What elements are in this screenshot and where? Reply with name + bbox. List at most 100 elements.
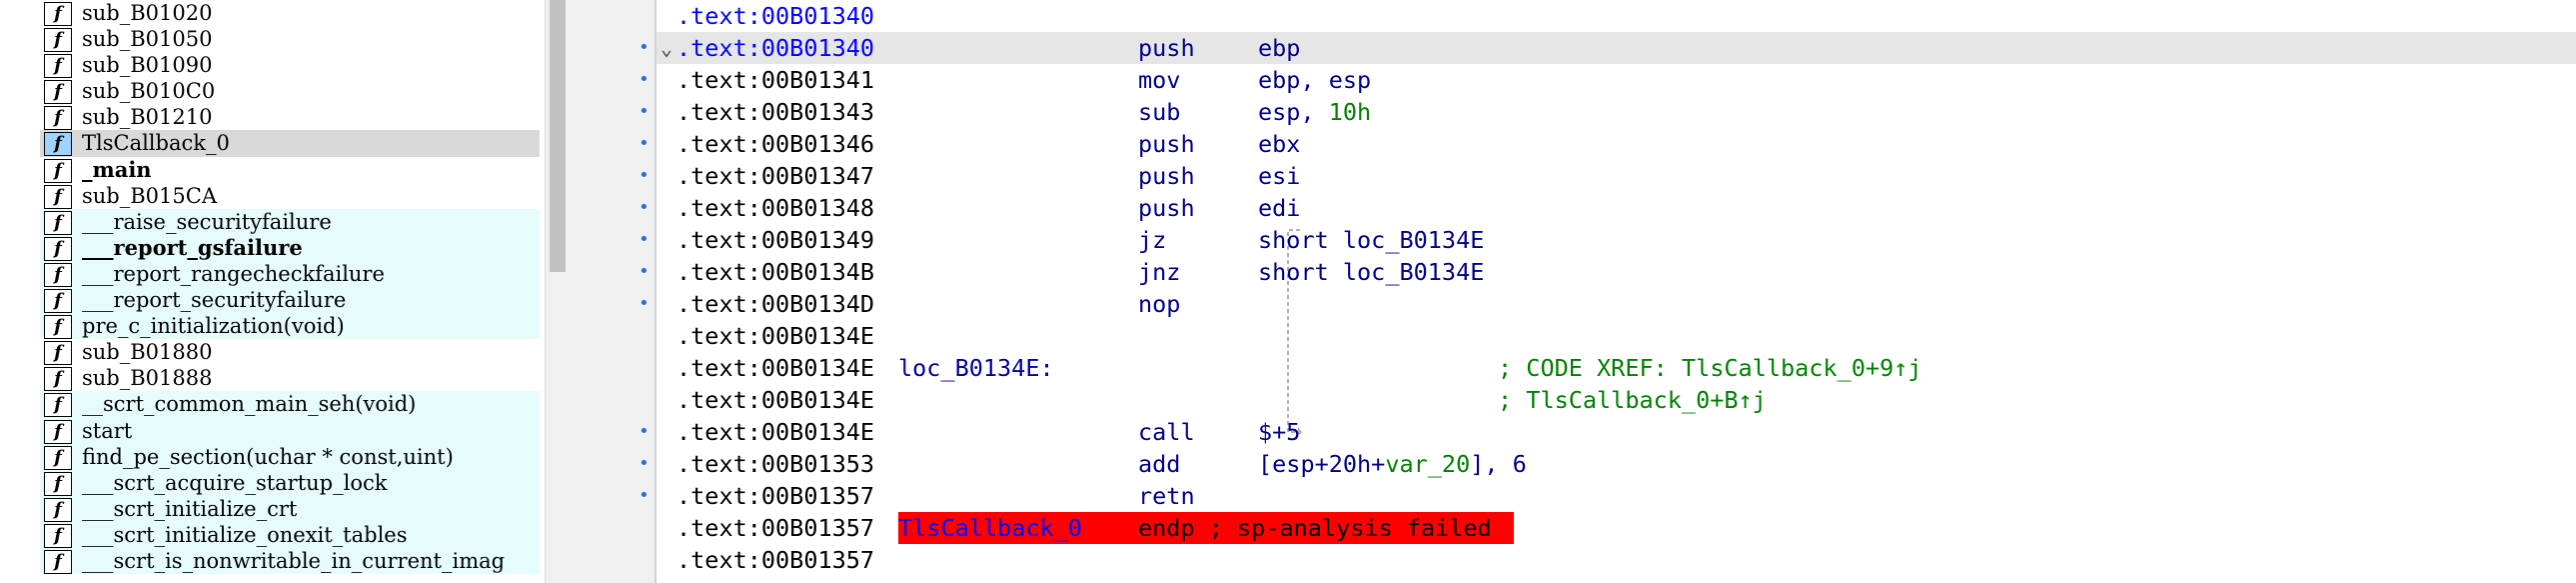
breakpoint-dot-icon[interactable]: • [639, 229, 649, 250]
operand-text: short loc_B0134E [1258, 226, 1485, 254]
function-item[interactable]: f__scrt_common_main_seh(void) [40, 391, 540, 418]
disasm-line[interactable]: .text:00B01357 [656, 544, 2576, 576]
mnemonic: nop [1138, 290, 1181, 318]
breakpoint-dot-icon[interactable]: • [639, 101, 649, 122]
operands: ebp [1258, 32, 1300, 64]
operand-text: edi [1258, 194, 1301, 222]
function-icon: f [44, 80, 72, 105]
breakpoint-dot-icon[interactable]: • [639, 165, 649, 186]
function-icon: f [44, 158, 72, 183]
breakpoint-dot-icon[interactable]: • [639, 37, 649, 58]
function-item[interactable]: f ___scrt_initialize_onexit_tables [40, 521, 540, 548]
function-name: ___report_gsfailure [82, 234, 303, 260]
breakpoint-dot-icon[interactable]: • [639, 261, 649, 282]
function-icon: f [44, 367, 72, 392]
scrollbar-thumb[interactable] [550, 0, 566, 272]
disasm-line[interactable]: .text:00B0134E [656, 320, 2576, 352]
function-name: _main [82, 156, 152, 182]
disasm-line[interactable]: .text:00B0134E; TlsCallback_0+B↑j [656, 384, 2576, 416]
function-icon: f [44, 523, 72, 548]
endp-function-name: TlsCallback_0 [898, 514, 1082, 542]
function-item[interactable]: f___report_gsfailure [40, 234, 540, 261]
function-item[interactable]: f___scrt_is_nonwritable_in_current_imag [40, 547, 540, 575]
operands: [esp+20h+var_20], 6 [1258, 448, 1527, 480]
breakpoint-dot-icon[interactable]: • [639, 293, 649, 314]
collapse-chevron-icon[interactable]: ⌄ [659, 36, 673, 60]
function-name: ___scrt_initialize_crt [82, 496, 298, 521]
function-icon: f [44, 54, 72, 79]
address: .text:00B01340 [676, 2, 875, 30]
function-name: TlsCallback_0 [82, 131, 230, 156]
sp-analysis-error-bar [898, 512, 1514, 544]
function-name: sub_B01090 [82, 53, 213, 78]
operand-text: short loc_B0134E [1258, 258, 1485, 286]
function-item[interactable]: f___report_securityfailure [40, 287, 540, 314]
function-item[interactable]: f___scrt_initialize_crt [40, 495, 540, 522]
address: .text:00B0134E [676, 322, 875, 350]
address: .text:00B0134E [676, 354, 875, 382]
function-item[interactable]: f___scrt_acquire_startup_lock [40, 469, 540, 496]
functions-scrollbar[interactable] [545, 0, 570, 583]
operand-text: [esp+20h+ [1258, 450, 1386, 478]
function-item[interactable]: f _main [40, 157, 540, 183]
operand-text: ebx [1258, 130, 1301, 158]
breakpoint-dot-icon[interactable]: • [639, 421, 649, 442]
breakpoint-dot-icon[interactable]: • [639, 197, 649, 218]
mnemonic: call [1138, 418, 1195, 446]
mnemonic: add [1138, 450, 1181, 478]
breakpoint-dot-icon[interactable]: • [639, 133, 649, 154]
operands: short loc_B0134E [1258, 224, 1484, 256]
operand-tail: ], 6 [1470, 450, 1527, 478]
breakpoint-dot-icon[interactable]: • [639, 485, 649, 506]
mnemonic: jnz [1138, 258, 1181, 286]
mnemonic: jz [1138, 226, 1167, 254]
breakpoint-dot-icon[interactable]: • [639, 69, 649, 90]
function-item[interactable]: f sub_B01090 [40, 52, 540, 79]
function-item[interactable]: f___raise_securityfailure [40, 208, 540, 235]
disasm-line[interactable]: • ⌄.text:00B01340 push ebp [639, 32, 2576, 64]
disasm-line[interactable]: • .text:00B01346 push ebx [639, 128, 2576, 160]
operands: esp, 10h [1258, 96, 1371, 128]
address: .text:00B01357 [676, 546, 875, 574]
mnemonic: push [1138, 130, 1195, 158]
function-icon: f [44, 341, 72, 366]
address: .text:00B01347 [676, 162, 875, 190]
address: .text:00B01340 [676, 34, 875, 62]
mnemonic: push [1138, 34, 1195, 62]
function-icon: f [44, 315, 72, 340]
function-name: ___scrt_initialize_onexit_tables [82, 522, 408, 547]
function-name: __scrt_common_main_seh(void) [82, 392, 417, 417]
code-label: loc_B0134E: [898, 354, 1054, 382]
panel-splitter[interactable] [570, 0, 654, 583]
address: .text:00B01346 [676, 130, 875, 158]
function-name: ___scrt_is_nonwritable_in_current_imag [82, 548, 506, 573]
breakpoint-dot-icon[interactable]: • [639, 453, 649, 474]
function-item[interactable]: f___report_rangecheckfailure [40, 260, 540, 288]
disasm-line[interactable]: .text:00B01340 [656, 0, 2576, 32]
